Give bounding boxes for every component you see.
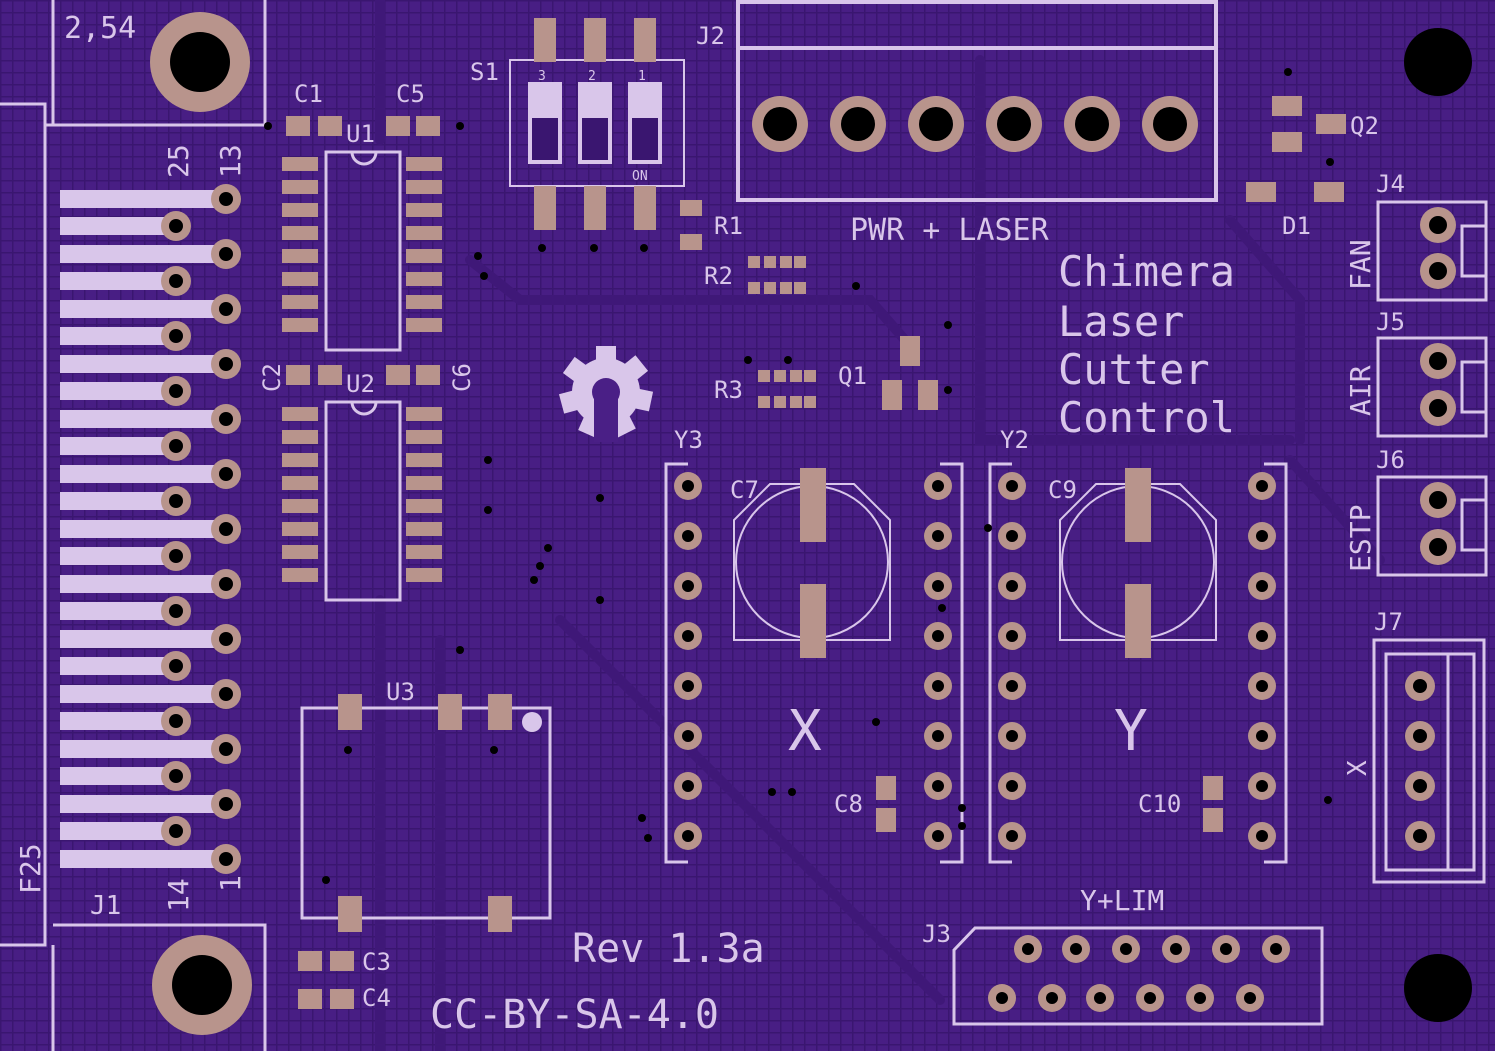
j4-j5-j6-connectors <box>1376 200 1488 577</box>
pitch-label: 2,54 <box>64 11 136 46</box>
label-s1: S1 <box>470 58 499 86</box>
y3-driver-socket <box>664 462 964 864</box>
label-sw-2: 2 <box>588 69 596 84</box>
label-c3: C3 <box>362 948 391 976</box>
smd-capacitors <box>286 116 1223 1009</box>
label-r1: R1 <box>714 212 743 240</box>
label-axis-y: Y <box>1114 699 1148 764</box>
j1-fingers <box>60 190 215 868</box>
label-y2: Y2 <box>1000 426 1029 454</box>
label-air: AIR <box>1344 365 1377 416</box>
label-c8: C8 <box>834 790 863 818</box>
label-j4: J4 <box>1376 170 1405 198</box>
label-j7: J7 <box>1374 608 1403 636</box>
label-u2: U2 <box>346 370 375 398</box>
mount-hole-bottom-right <box>1404 954 1472 1022</box>
label-c10: C10 <box>1138 790 1181 818</box>
label-pin-14: 14 <box>162 878 195 912</box>
title-line-4: Control <box>1058 393 1235 442</box>
j1-pads <box>161 184 241 874</box>
label-c6: C6 <box>448 363 476 392</box>
label-pin-13: 13 <box>214 144 247 178</box>
label-u1: U1 <box>346 120 375 148</box>
mount-hole-top-right <box>1404 28 1472 96</box>
label-j6: J6 <box>1376 446 1405 474</box>
label-d1: D1 <box>1282 212 1311 240</box>
label-sw-on: ON <box>632 169 648 184</box>
label-q1: Q1 <box>838 362 867 390</box>
u3-footprint <box>300 694 552 932</box>
label-j5: J5 <box>1376 308 1405 336</box>
open-hardware-icon <box>558 346 654 442</box>
y2-driver-socket <box>988 462 1288 864</box>
label-f25: F25 <box>14 843 47 894</box>
mounting-holes <box>150 12 1472 1035</box>
label-sw-3: 3 <box>538 69 546 84</box>
label-c5: C5 <box>396 80 425 108</box>
label-u3: U3 <box>386 678 415 706</box>
label-sw-1: 1 <box>638 69 646 84</box>
license-label: CC-BY-SA-4.0 <box>430 992 719 1038</box>
label-r3: R3 <box>714 376 743 404</box>
label-ylim: Y+LIM <box>1080 884 1164 917</box>
j3-header <box>952 926 1324 1026</box>
label-pin-1: 1 <box>214 875 247 892</box>
label-c1: C1 <box>294 80 323 108</box>
j1-edge-connector <box>0 0 267 1051</box>
label-pin-25: 25 <box>162 144 195 178</box>
label-c2: C2 <box>258 363 286 392</box>
label-axis-x: X <box>788 699 822 764</box>
j7-connector <box>1372 638 1486 884</box>
u2-footprint <box>282 400 442 602</box>
label-j3: J3 <box>922 920 951 948</box>
label-j7-axis: X <box>1343 760 1373 776</box>
label-c4: C4 <box>362 984 391 1012</box>
title-line-1: Chimera <box>1058 247 1235 296</box>
label-j1: J1 <box>90 891 121 921</box>
label-y3: Y3 <box>674 426 703 454</box>
c7-electrolytic <box>733 468 891 658</box>
label-c9: C9 <box>1048 476 1077 504</box>
vias <box>264 68 1334 884</box>
c9-electrolytic <box>1059 468 1217 658</box>
u1-footprint <box>282 150 442 352</box>
discretes <box>680 96 1346 410</box>
label-c7: C7 <box>730 476 759 504</box>
revision-label: Rev 1.3a <box>572 926 765 972</box>
label-fan: FAN <box>1344 239 1377 290</box>
label-estp: ESTP <box>1344 505 1377 572</box>
label-pwr-laser: PWR + LASER <box>850 213 1050 248</box>
s1-dip-switch <box>509 18 685 230</box>
label-r2: R2 <box>704 262 733 290</box>
j2-terminal-block <box>736 0 1218 202</box>
label-q2: Q2 <box>1350 112 1379 140</box>
silkscreen-text: 2,54 J1 25 13 14 1 F25 C1 C5 U1 C2 U2 C6… <box>14 11 1405 1038</box>
title-line-2: Laser <box>1058 297 1184 346</box>
title-line-3: Cutter <box>1058 345 1210 394</box>
label-j2: J2 <box>696 22 725 50</box>
